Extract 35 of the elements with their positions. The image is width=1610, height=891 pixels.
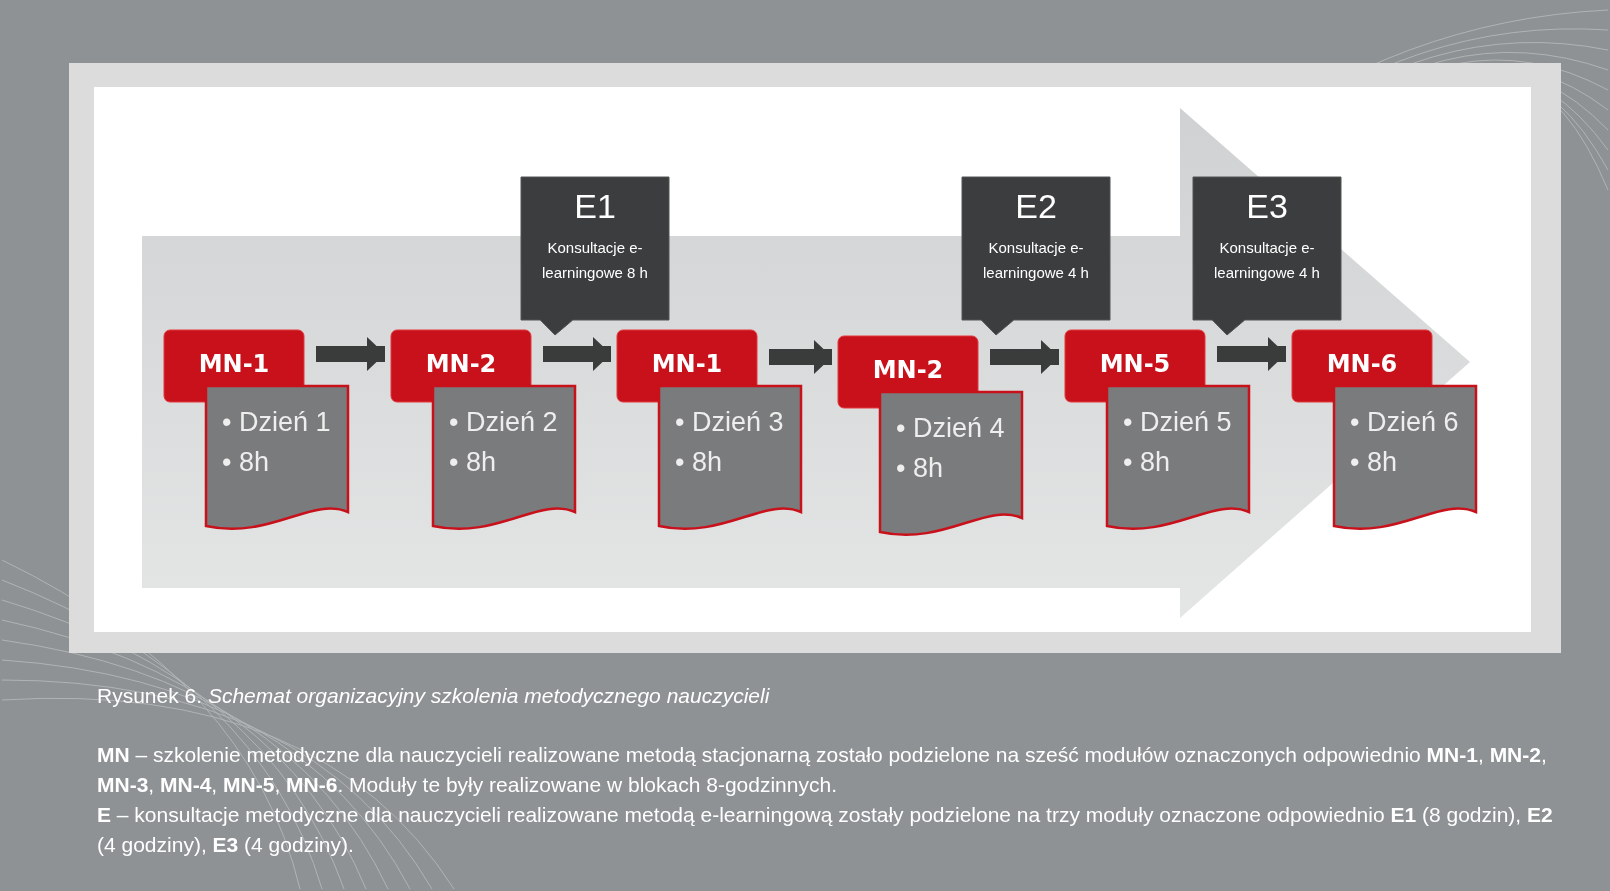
callout-code: E1 — [573, 187, 617, 226]
note-paragraph: E – konsultacje metodyczne dla nauczycieli realizowane metodą e-learningową zostały podzielone na trzy moduły oznaczone odpowiednio E1 (8 godzin), E2 (4 godziny), E3 (4 godziny). — [97, 802, 1554, 858]
block-arrow — [316, 337, 385, 371]
block-arrow — [990, 340, 1059, 374]
list-item: • 8h — [449, 446, 497, 479]
list-item: • Dzień 5 — [1123, 406, 1232, 439]
list-item: • 8h — [675, 446, 723, 479]
module-code: MN-2 — [871, 356, 945, 384]
callout-box — [1193, 177, 1341, 336]
list-item: • Dzień 6 — [1350, 406, 1459, 439]
list-item: • 8h — [896, 452, 944, 485]
list-item: • Dzień 4 — [896, 412, 1005, 445]
module-code: MN-6 — [1325, 350, 1399, 378]
callout-box — [962, 177, 1110, 336]
block-arrow — [1217, 337, 1286, 371]
note-paragraph: MN – szkolenie metodyczne dla nauczycieli realizowane metodą stacjonarną zostało podzielone na sześć modułów oznaczonych odpowiednio MN-1, MN-2, MN-3, MN-4, MN-5, MN-6. Moduły te były realizowane w blokach 8-godzinnych. — [97, 742, 1548, 798]
list-item: • 8h — [1123, 446, 1171, 479]
figure-caption: Rysunek 6. Schemat organizacyjny szkolenia metodycznego nauczycieli — [97, 684, 770, 708]
callout-description: Konsultacje e-learningowe 4 h — [1213, 238, 1321, 283]
list-item: • 8h — [1350, 446, 1398, 479]
callout-code: E2 — [1014, 187, 1058, 226]
list-item: • Dzień 1 — [222, 406, 331, 439]
module-code: MN-1 — [650, 350, 724, 378]
list-item: • 8h — [222, 446, 270, 479]
callout-code: E3 — [1245, 187, 1289, 226]
list-item: • Dzień 3 — [675, 406, 784, 439]
list-item: • Dzień 2 — [449, 406, 558, 439]
module-code: MN-5 — [1098, 350, 1172, 378]
callout-box — [521, 177, 669, 336]
callout-description: Konsultacje e-learningowe 4 h — [982, 238, 1090, 283]
module-code: MN-2 — [424, 350, 498, 378]
block-arrow — [769, 340, 832, 374]
callout-description: Konsultacje e-learningowe 8 h — [541, 238, 649, 283]
block-arrow — [543, 337, 611, 371]
module-code: MN-1 — [197, 350, 271, 378]
